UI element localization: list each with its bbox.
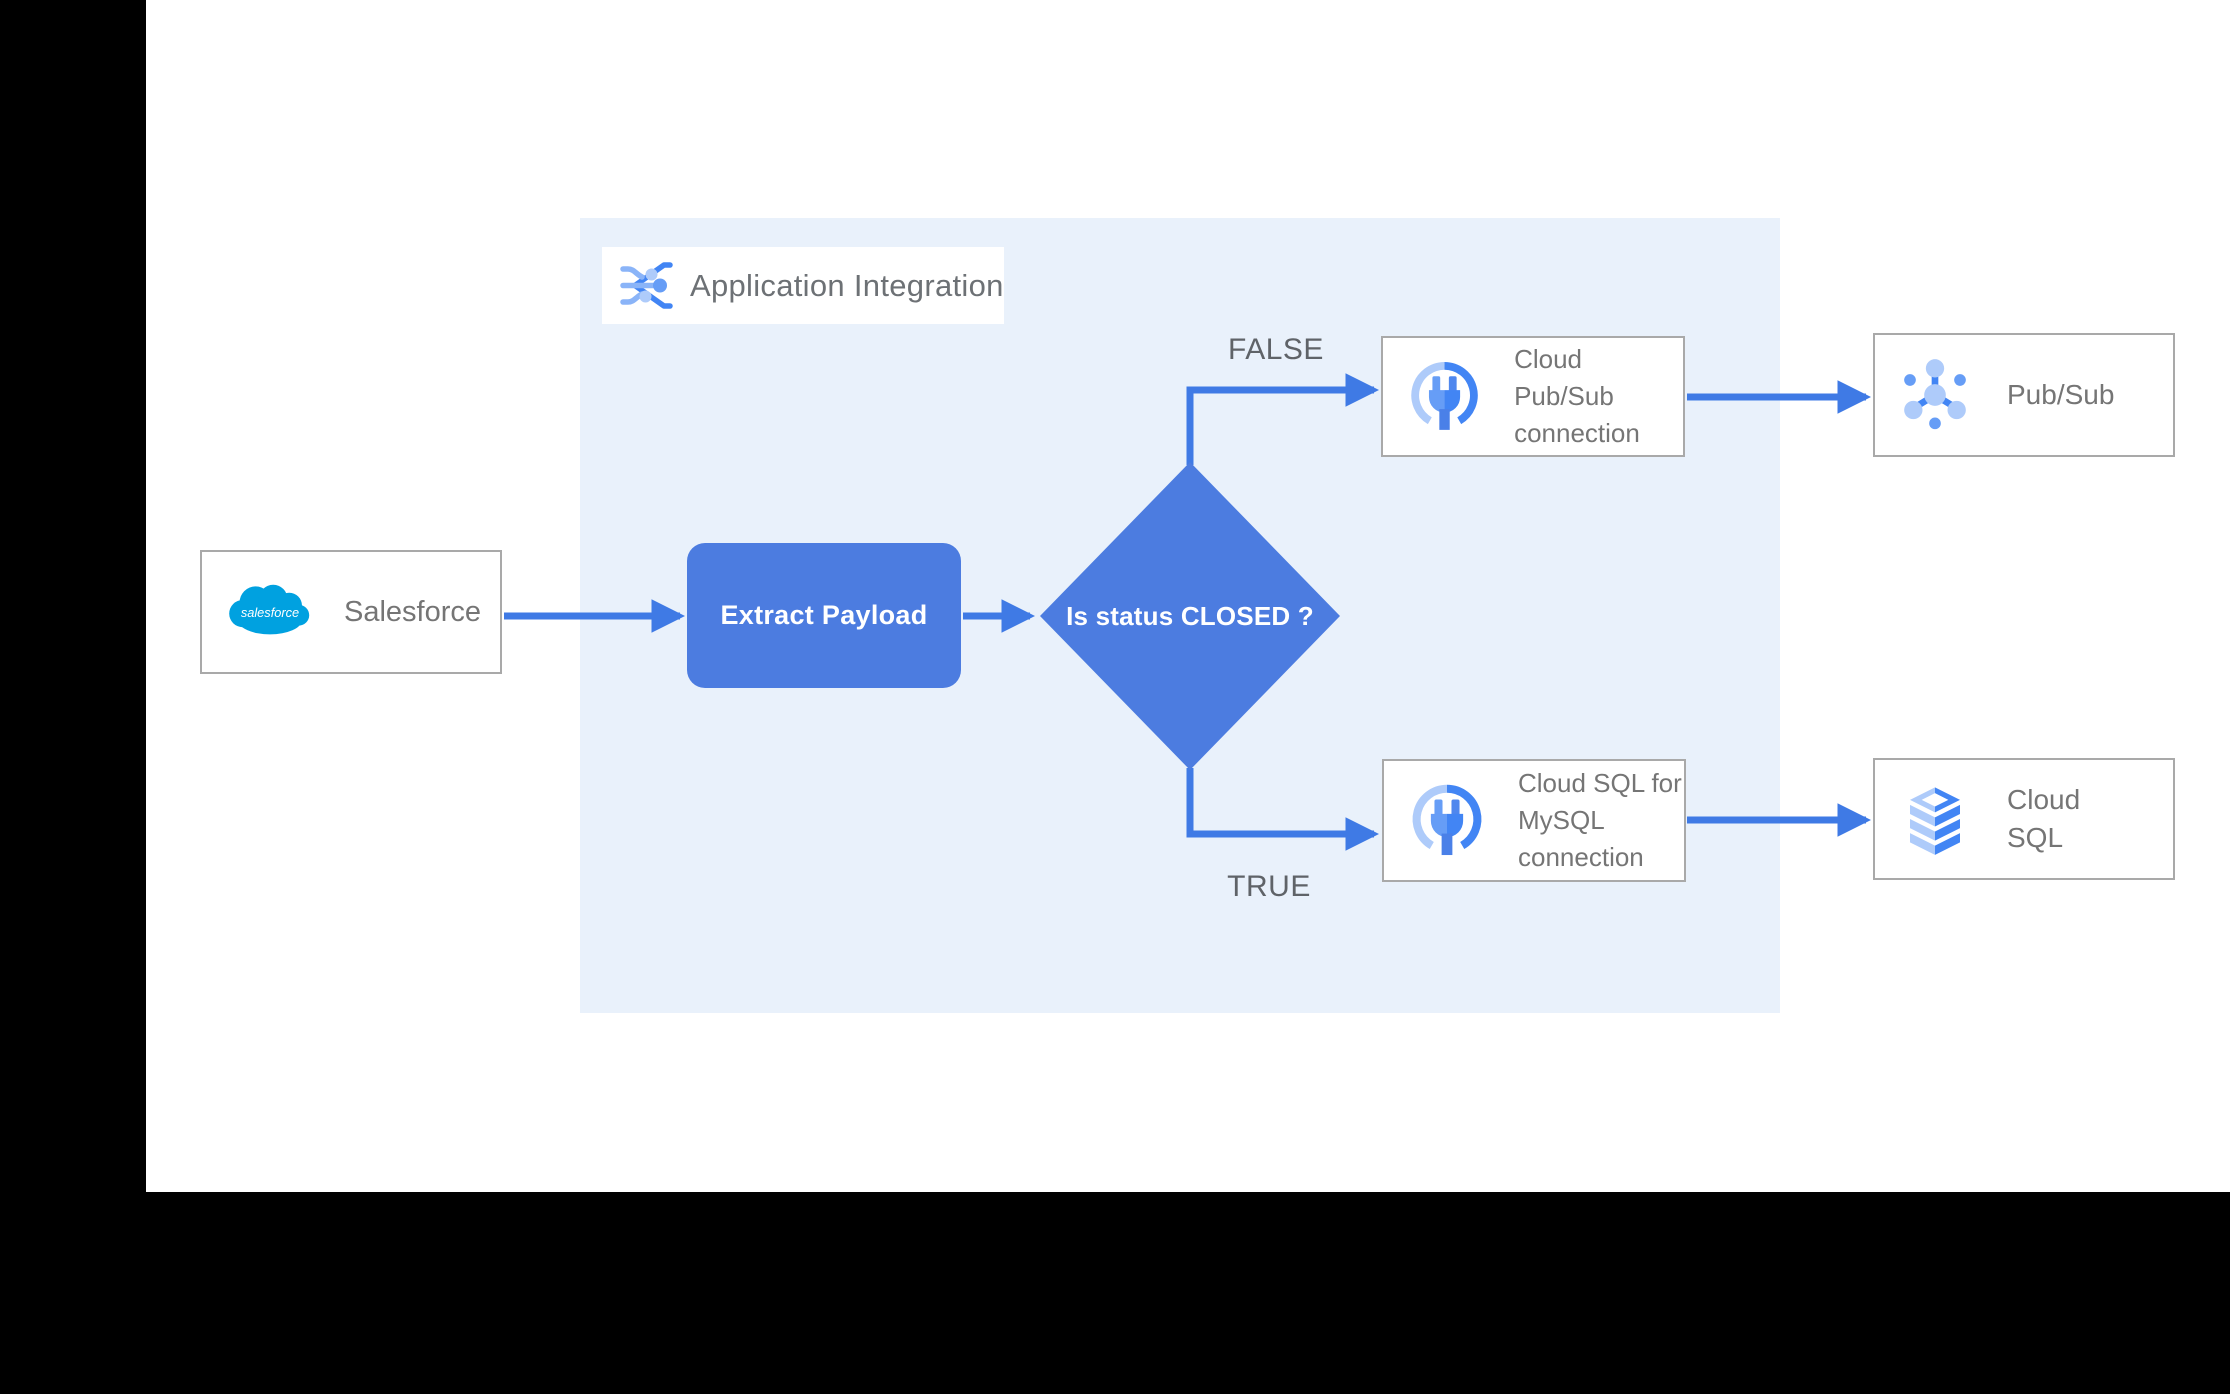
node-cloud-sql: Cloud SQL <box>1873 758 2175 880</box>
node-sql-connection: Cloud SQL for MySQL connection <box>1382 759 1686 882</box>
node-extract-payload: Extract Payload <box>687 543 961 688</box>
false-edge-label: FALSE <box>1228 333 1324 366</box>
pubsub-connection-label: Cloud Pub/Sub connection <box>1514 344 1640 448</box>
node-salesforce: salesforce Salesforce <box>200 550 502 674</box>
node-pubsub: Pub/Sub <box>1873 333 2175 457</box>
cloud-sql-label: Cloud SQL <box>2007 784 2081 853</box>
sql-connection-label: Cloud SQL for MySQL connection <box>1518 768 1682 872</box>
salesforce-logo-text: salesforce <box>241 605 299 620</box>
salesforce-cloud-logo: salesforce <box>229 584 310 635</box>
node-decision: Is status CLOSED ? <box>1040 462 1340 770</box>
pubsub-label: Pub/Sub <box>2007 379 2115 411</box>
application-integration-icon <box>620 261 673 309</box>
application-integration-chip: Application Integration <box>602 247 1004 324</box>
pubsub-icon <box>1904 359 1966 430</box>
application-integration-title: Application Integration <box>690 267 1004 303</box>
extract-payload-label: Extract Payload <box>720 600 928 630</box>
salesforce-label: Salesforce <box>344 595 482 628</box>
connection-plug-icon <box>1412 784 1482 855</box>
true-edge-label: TRUE <box>1227 870 1311 903</box>
decision-diamond-shape <box>1040 462 1340 770</box>
connection-plug-icon <box>1411 361 1478 430</box>
node-pubsub-connection: Cloud Pub/Sub connection <box>1381 336 1685 457</box>
decision-label: Is status CLOSED ? <box>1066 600 1314 631</box>
diagram-canvas: Application Integration <box>146 0 2230 1192</box>
cloud-sql-icon <box>1910 787 1960 855</box>
